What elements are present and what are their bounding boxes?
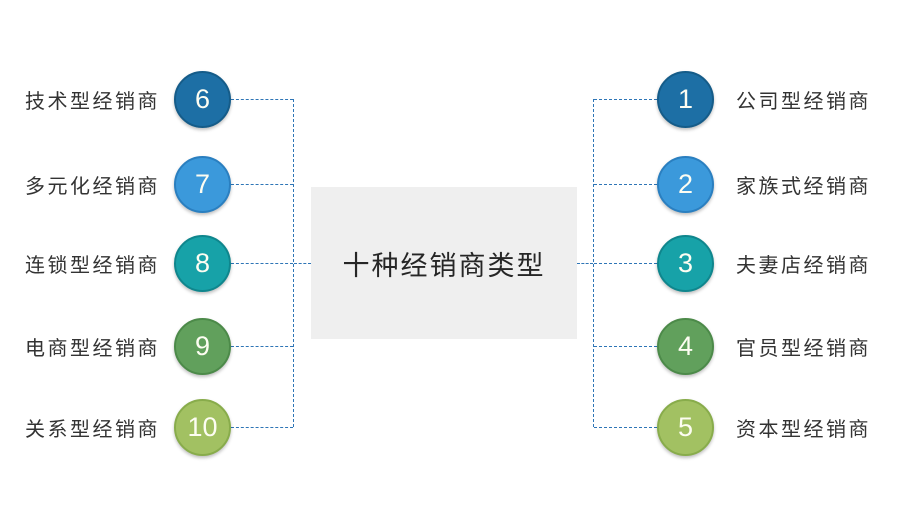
node-circle: 6 — [174, 70, 231, 128]
node-number: 3 — [677, 248, 694, 278]
connector-left-row2 — [231, 183, 293, 185]
connector-right-row4 — [594, 345, 657, 347]
connector-right-row2 — [594, 183, 657, 185]
distributor-node-1: 1 公司型经销商 — [657, 70, 892, 128]
connector-right-row5 — [594, 426, 657, 428]
node-label: 连锁型经销商 — [25, 255, 160, 277]
node-number: 5 — [677, 411, 694, 442]
node-circle: 1 — [657, 70, 714, 128]
node-label: 夫妻店经销商 — [736, 255, 871, 277]
node-circle: 5 — [657, 398, 714, 456]
node-number: 2 — [677, 168, 694, 199]
node-number: 4 — [677, 330, 694, 361]
node-label: 关系型经销商 — [25, 418, 160, 441]
node-label: 家族式经销商 — [736, 175, 871, 198]
distributor-node-8: 连锁型经销商 8 — [14, 235, 231, 292]
node-circle: 7 — [174, 155, 231, 213]
node-circle: 9 — [174, 317, 231, 375]
distributor-node-10: 关系型经销商 10 — [14, 398, 231, 456]
node-circle: 4 — [657, 317, 714, 375]
node-label: 技术型经销商 — [25, 90, 160, 113]
node-number: 1 — [677, 83, 694, 114]
node-number: 8 — [194, 248, 211, 278]
connector-right-row3 — [594, 263, 657, 264]
node-circle: 3 — [657, 235, 714, 292]
connector-box-left — [294, 263, 311, 264]
node-number: 10 — [187, 411, 218, 442]
distributor-node-6: 技术型经销商 6 — [14, 70, 231, 128]
center-title-box: 十种经销商类型 — [311, 187, 577, 339]
node-label: 资本型经销商 — [736, 418, 871, 441]
node-circle: 10 — [174, 398, 231, 456]
connector-left-row5 — [231, 426, 293, 428]
distributor-node-4: 4 官员型经销商 — [657, 317, 892, 375]
node-label: 电商型经销商 — [25, 337, 160, 360]
distributor-node-3: 3 夫妻店经销商 — [657, 235, 892, 292]
connector-left-row1 — [231, 98, 293, 100]
node-label: 公司型经销商 — [736, 90, 871, 113]
node-number: 6 — [194, 83, 211, 114]
diagram-title: 十种经销商类型 — [342, 250, 546, 281]
distributor-node-9: 电商型经销商 9 — [14, 317, 231, 375]
node-circle: 8 — [174, 235, 231, 292]
left-bracket-line — [293, 99, 294, 427]
distributor-node-2: 2 家族式经销商 — [657, 155, 892, 213]
connector-left-row4 — [231, 345, 293, 347]
right-bracket-line — [593, 99, 594, 427]
node-circle: 2 — [657, 155, 714, 213]
connector-right-row1 — [594, 98, 657, 100]
connector-left-row3 — [231, 263, 293, 264]
node-number: 9 — [194, 330, 211, 361]
connector-box-right — [577, 263, 593, 264]
node-label: 多元化经销商 — [25, 175, 160, 198]
node-label: 官员型经销商 — [736, 337, 871, 360]
distributor-node-7: 多元化经销商 7 — [14, 155, 231, 213]
node-number: 7 — [194, 168, 211, 199]
distributor-node-5: 5 资本型经销商 — [657, 398, 892, 456]
